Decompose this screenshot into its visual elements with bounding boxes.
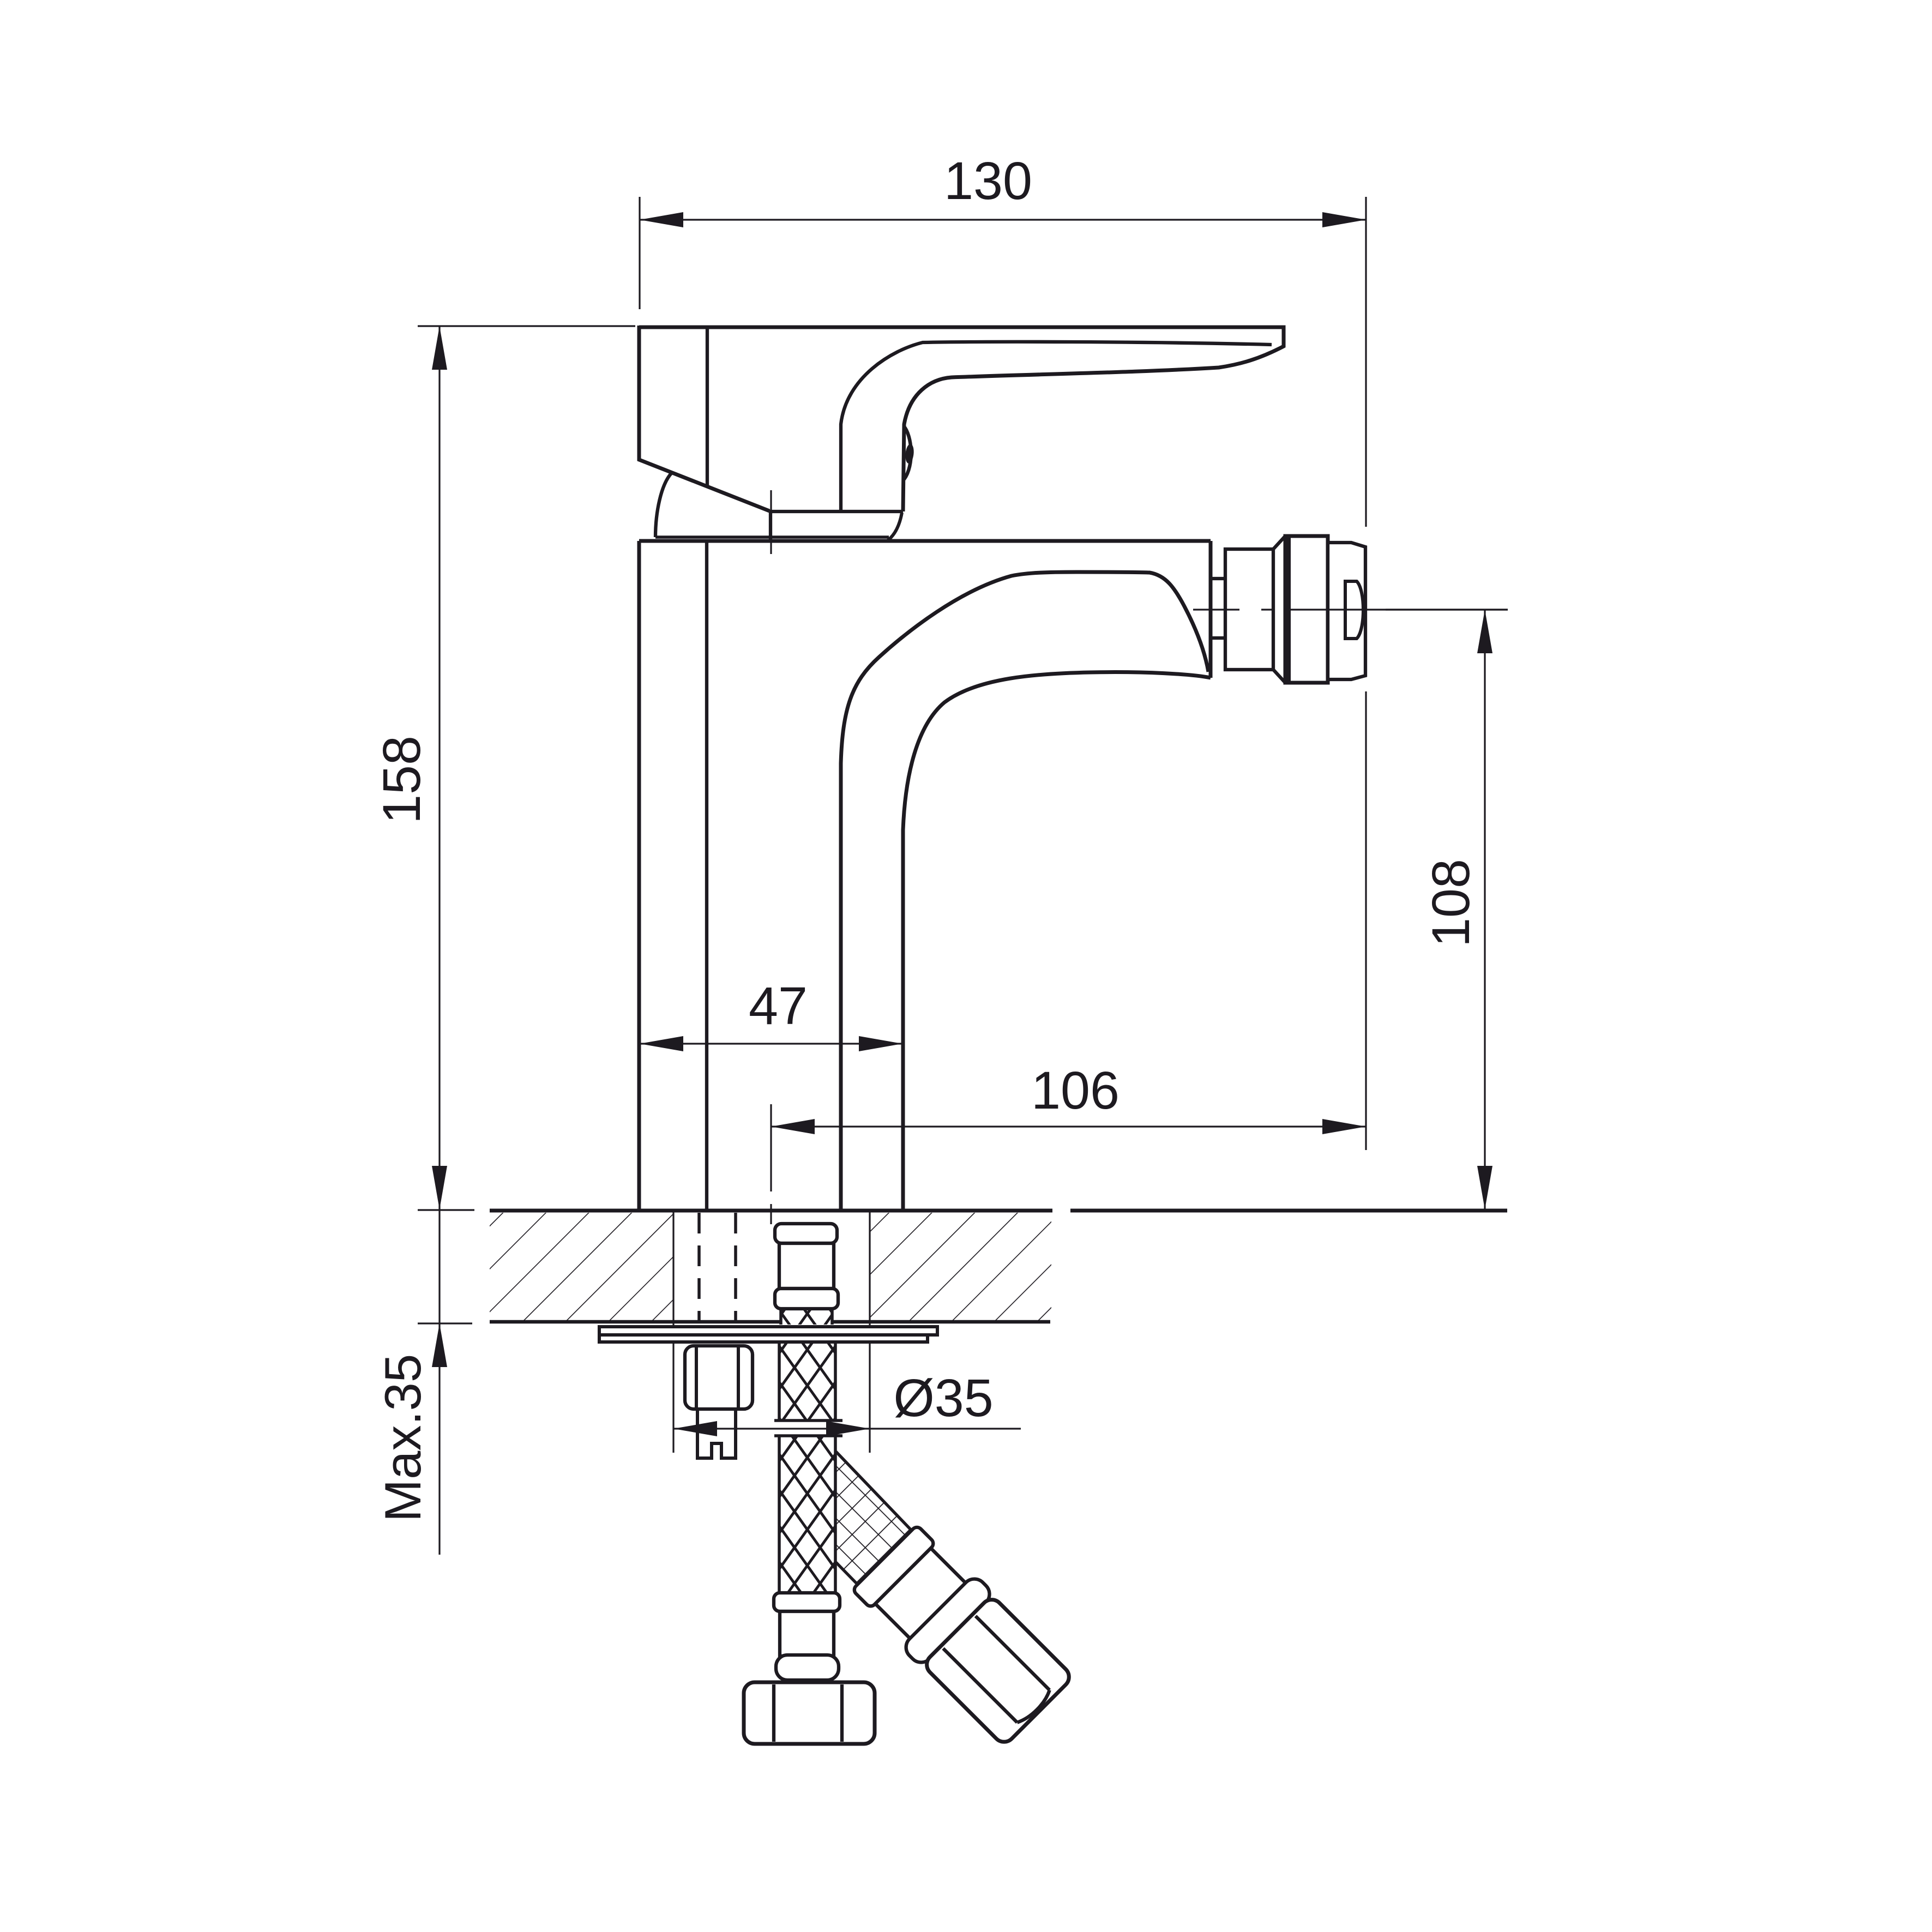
svg-text:158: 158 bbox=[372, 736, 431, 824]
svg-text:108: 108 bbox=[1421, 859, 1480, 947]
svg-text:Max.35: Max.35 bbox=[374, 1354, 431, 1522]
svg-text:106: 106 bbox=[1031, 1061, 1120, 1120]
svg-text:Ø35: Ø35 bbox=[893, 1368, 993, 1428]
svg-text:47: 47 bbox=[749, 976, 808, 1036]
svg-text:130: 130 bbox=[944, 151, 1032, 210]
